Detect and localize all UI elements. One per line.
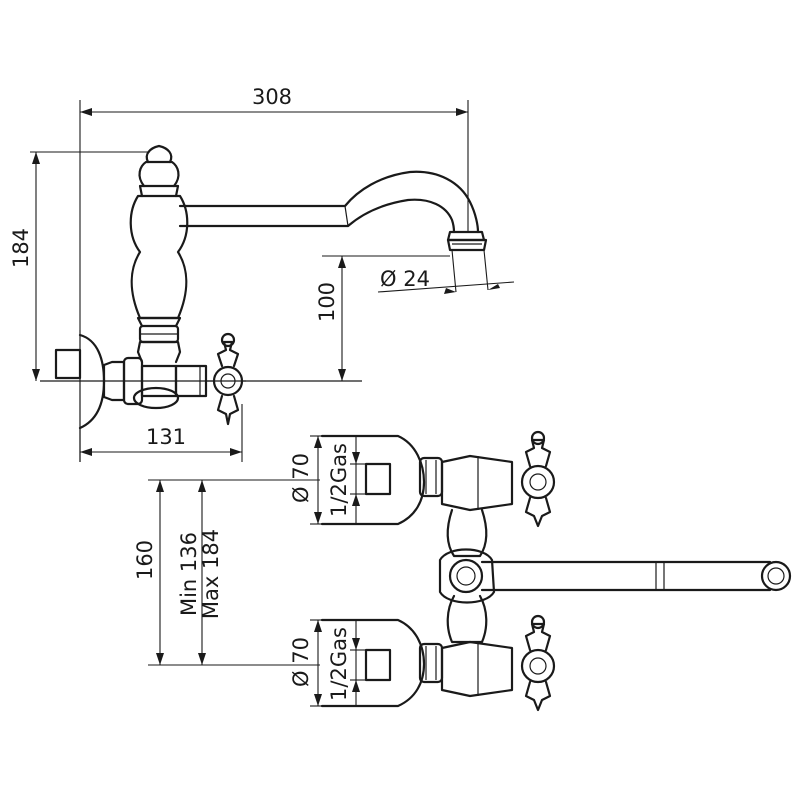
side-view: 308 184 100 Ø 24 [9, 85, 515, 462]
dimension-diameter-24: Ø 24 [377, 249, 515, 294]
dim-label-100: 100 [315, 282, 339, 322]
wall-inlet-stub [54, 348, 82, 380]
cross-handle-bottom [520, 614, 556, 712]
dim-label-inlet-top-diameter: Ø 70 [289, 453, 313, 503]
front-view: Ø 70 1/2Gas Ø 70 1/2Gas 160 [133, 430, 792, 712]
dim-label-inlet-bottom-thread: 1/2Gas [327, 627, 351, 701]
dimension-inlet-top: Ø 70 1/2Gas [289, 435, 366, 525]
dimension-min-max: Min 136 Max 184 [177, 480, 223, 665]
cross-handle-side [206, 332, 246, 426]
spout [178, 170, 488, 252]
dimension-160: 160 [133, 479, 320, 666]
cross-handle-top [520, 430, 556, 528]
inlet-bottom [320, 614, 556, 712]
dimension-308: 308 [79, 85, 469, 330]
spout-top-view [480, 560, 792, 592]
inlet-top [320, 430, 556, 528]
standpipe [129, 144, 189, 364]
dim-label-min: Min 136 [177, 532, 201, 616]
dim-label-131: 131 [146, 425, 186, 449]
dimension-131: 131 [79, 404, 243, 462]
dim-label-max: Max 184 [199, 529, 223, 619]
dimension-inlet-bottom: Ø 70 1/2Gas [289, 619, 366, 707]
center-column [438, 508, 496, 644]
dim-label-308: 308 [252, 85, 292, 109]
dim-label-184: 184 [9, 228, 33, 268]
dimension-184: 184 [9, 151, 150, 381]
dim-label-inlet-top-thread: 1/2Gas [327, 443, 351, 517]
dim-label-160: 160 [133, 540, 157, 580]
dim-label-diameter-24: Ø 24 [380, 267, 430, 291]
dimension-100: 100 [315, 255, 450, 381]
body-bottom-dome [132, 386, 180, 410]
dim-label-inlet-bottom-diameter: Ø 70 [289, 637, 313, 687]
